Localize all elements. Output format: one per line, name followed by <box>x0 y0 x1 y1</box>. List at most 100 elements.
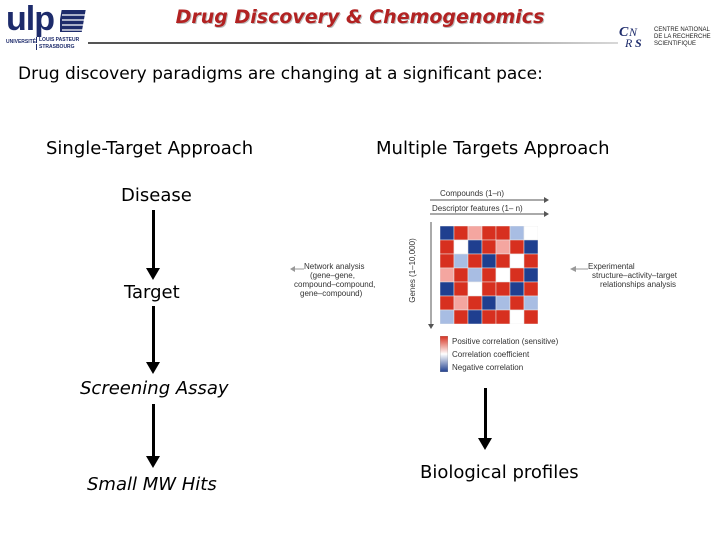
compounds-axis-label: Compounds (1–n) <box>440 189 505 198</box>
single-target-title: Single-Target Approach <box>46 138 254 159</box>
experimental-line-3-visible: relationships analysis <box>600 280 677 289</box>
heatmap-cell <box>467 239 483 255</box>
heatmap-cell <box>495 309 511 324</box>
ulp-logo: ulp UNIVERSITÉ LOUIS PASTEUR STRASBOURG <box>4 0 88 50</box>
heatmap-cell <box>481 267 497 283</box>
heatmap-cell <box>453 239 469 255</box>
arrow-shaft-3 <box>152 404 155 458</box>
heatmap-matrix <box>440 226 538 324</box>
arrow-head-2 <box>146 362 160 374</box>
heatmap-cell <box>440 267 455 283</box>
page-title: Drug Discovery & Chemogenomics <box>175 6 545 28</box>
heatmap-cell <box>481 295 497 311</box>
heatmap-cell <box>453 253 469 269</box>
heatmap-cell <box>523 295 538 311</box>
heatmap-cell <box>509 267 525 283</box>
arrow-shaft-1 <box>152 210 155 270</box>
heatmap-cell <box>440 239 455 255</box>
intro-text: Drug discovery paradigms are changing at… <box>18 64 543 84</box>
ulp-logo-sub-right-1: LOUIS PASTEUR <box>36 37 79 43</box>
heatmap-cell <box>523 309 538 324</box>
heatmap-cell <box>467 226 483 241</box>
network-analysis-line-1: Network analysis <box>304 262 365 271</box>
heatmap-cell <box>440 281 455 297</box>
left-axis-arrow <box>428 222 434 329</box>
heatmap-cell <box>440 226 455 241</box>
biological-profiles: Biological profiles <box>420 462 579 483</box>
heatmap-cell <box>523 267 538 283</box>
network-analysis-line-2: (gene–gene, <box>310 271 355 280</box>
cnrs-logo: C N R S CENTRE NATIONAL DE LA RECHERCHE … <box>618 20 718 52</box>
heatmap-cell <box>467 267 483 283</box>
heatmap-cell <box>509 281 525 297</box>
top-axis-arrows <box>430 197 549 217</box>
heatmap-cell <box>523 253 538 269</box>
cnrs-line-1: CENTRE NATIONAL <box>654 27 710 33</box>
heatmap-cell <box>495 239 511 255</box>
heatmap-cell <box>453 309 469 324</box>
header-divider <box>88 42 618 44</box>
heatmap-cell <box>523 239 538 255</box>
chemogenomics-figure: Compounds (1–n) Descriptor features (1– … <box>290 186 635 376</box>
multiple-targets-title: Multiple Targets Approach <box>376 138 610 159</box>
heatmap-cell <box>495 295 511 311</box>
svg-text:N: N <box>628 25 638 39</box>
heatmap-cell <box>509 226 525 241</box>
experimental-line-1: Experimental <box>588 262 635 271</box>
ulp-logo-text: ulp <box>6 0 55 38</box>
cnrs-logo-graphic: C N R S <box>619 25 642 50</box>
ulp-logo-graphic <box>60 10 87 32</box>
experimental-line-2-visible: structure–activity–target <box>592 271 677 280</box>
heatmap-cell <box>523 226 538 241</box>
heatmap-cell <box>467 309 483 324</box>
heatmap-cell <box>453 267 469 283</box>
heatmap-cell <box>453 226 469 241</box>
heatmap-cell <box>495 226 511 241</box>
heatmap-cell <box>440 295 455 311</box>
svg-text:R: R <box>624 36 633 50</box>
arrow-head-3 <box>146 456 160 468</box>
heatmap-cell <box>481 253 497 269</box>
heatmap-cell <box>523 281 538 297</box>
descriptor-axis-label: Descriptor features (1– n) <box>432 204 523 213</box>
heatmap-cell <box>495 253 511 269</box>
legend-coefficient: Correlation coefficient <box>452 350 530 359</box>
heatmap-cell <box>495 267 511 283</box>
svg-text:S: S <box>635 36 642 50</box>
heatmap-cell <box>509 253 525 269</box>
step-screening-assay: Screening Assay <box>80 378 229 399</box>
heatmap-cell <box>481 239 497 255</box>
legend-negative: Negative correlation <box>452 363 524 372</box>
correlation-color-bar <box>440 336 448 372</box>
arrow-head-1 <box>146 268 160 280</box>
ulp-logo-sub-right-2: STRASBOURG <box>36 44 75 50</box>
arrow-shaft-right <box>484 388 487 440</box>
heatmap-cell <box>481 309 497 324</box>
cnrs-line-3: SCIENTIFIQUE <box>654 41 697 47</box>
arrow-shaft-2 <box>152 306 155 364</box>
cnrs-line-2: DE LA RECHERCHE <box>654 34 711 40</box>
heatmap-cell <box>453 295 469 311</box>
heatmap-cell <box>509 239 525 255</box>
heatmap-cell <box>467 253 483 269</box>
legend-positive: Positive correlation (sensitive) <box>452 337 559 346</box>
ulp-logo-sub-left: UNIVERSITÉ <box>6 39 37 45</box>
step-small-mw-hits: Small MW Hits <box>87 474 217 495</box>
right-note-arrow <box>570 266 588 272</box>
heatmap-cell <box>495 281 511 297</box>
arrow-head-right <box>478 438 492 450</box>
network-analysis-line-3: compound–compound, <box>294 280 376 289</box>
genes-axis-label: Genes (1–10,000) <box>407 238 417 303</box>
heatmap-cell <box>440 253 455 269</box>
heatmap-cell <box>467 295 483 311</box>
heatmap-cell <box>453 281 469 297</box>
heatmap-cell <box>509 295 525 311</box>
heatmap-cell <box>440 309 455 324</box>
left-note-arrow <box>290 266 304 272</box>
heatmap-cell <box>509 309 525 324</box>
heatmap-cell <box>467 281 483 297</box>
step-target: Target <box>124 282 180 303</box>
step-disease: Disease <box>121 185 192 206</box>
heatmap-cell <box>481 281 497 297</box>
network-analysis-line-4: gene–compound) <box>300 289 363 298</box>
